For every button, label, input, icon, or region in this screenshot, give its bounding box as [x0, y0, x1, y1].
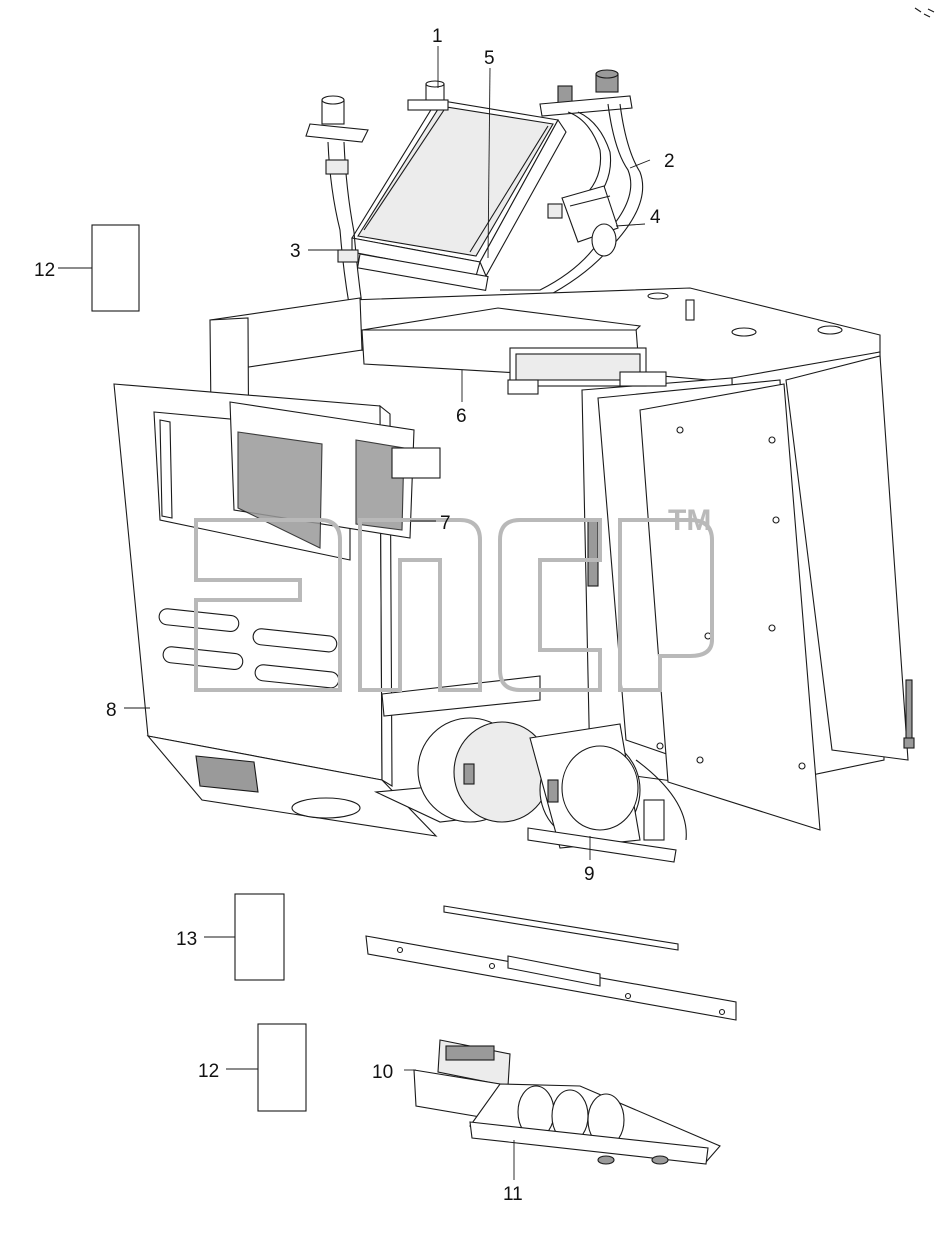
callout-5: 5 — [484, 48, 495, 69]
grille-icon — [229, 401, 441, 549]
heater-core — [351, 99, 567, 291]
callout-2: 2 — [664, 151, 675, 172]
callout-11: 11 — [503, 1184, 523, 1205]
corner-mark — [914, 7, 935, 18]
hose-3 — [325, 141, 373, 351]
fan-blower-icon — [381, 675, 687, 863]
filter-box — [361, 307, 667, 395]
callout-12-top: 12 — [34, 260, 55, 281]
callout-10: 10 — [372, 1062, 393, 1083]
air-duct — [469, 1083, 721, 1165]
callout-13: 13 — [176, 929, 197, 950]
leader-lines — [58, 46, 651, 1180]
callout-12-bottom: 12 — [198, 1061, 219, 1082]
callout-8: 8 — [106, 700, 117, 721]
hose-clamp — [547, 185, 619, 257]
watermark-tm: TM — [668, 504, 711, 537]
main-housing — [209, 287, 915, 831]
callout-7: 7 — [440, 513, 451, 534]
callout-9: 9 — [584, 864, 595, 885]
label-box-12-top — [91, 224, 140, 312]
label-box-13 — [234, 893, 285, 981]
label-box-12-bottom — [257, 1023, 307, 1112]
callout-1: 1 — [432, 26, 443, 47]
callout-4: 4 — [650, 207, 661, 228]
callout-3: 3 — [290, 241, 301, 262]
watermark: TM — [194, 504, 714, 692]
callout-labels: 1 5 2 4 3 6 7 8 9 10 11 12 13 12 — [34, 26, 675, 1205]
hose-fitting-icon — [305, 69, 633, 143]
gasket-strip-upper — [443, 905, 679, 951]
callout-6: 6 — [456, 406, 467, 427]
mounting-bracket-lower — [365, 935, 737, 1021]
